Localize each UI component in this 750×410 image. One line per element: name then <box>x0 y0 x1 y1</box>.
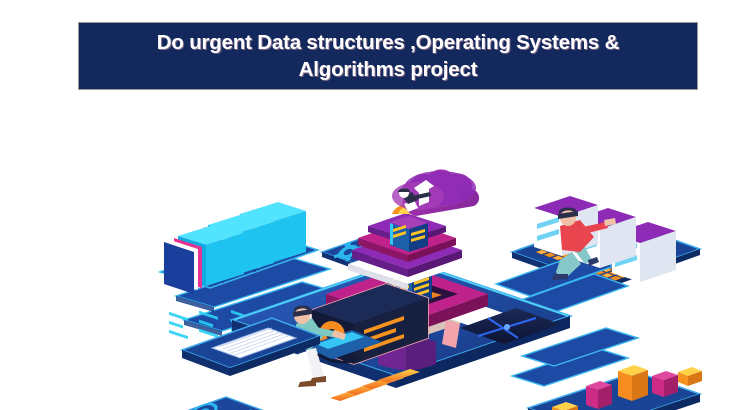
document-panel <box>179 317 323 376</box>
mail-panel[interactable] <box>178 396 270 410</box>
page-title: Do urgent Data structures ,Operating Sys… <box>156 31 620 81</box>
network-cross-panel <box>460 308 560 344</box>
title-banner: Do urgent Data structures ,Operating Sys… <box>78 22 698 90</box>
cloud-upload <box>392 169 480 216</box>
rack-worker <box>552 207 616 280</box>
right-strips <box>509 327 641 387</box>
bar-chart-bars <box>552 365 702 410</box>
illustration <box>0 92 750 410</box>
document-icon <box>210 327 298 359</box>
dash-indicator-panel <box>330 369 420 401</box>
bar-chart-panel <box>509 327 703 410</box>
tower-top-person <box>398 188 431 212</box>
illustration-canvas <box>157 169 703 410</box>
orange-dash <box>330 369 420 401</box>
